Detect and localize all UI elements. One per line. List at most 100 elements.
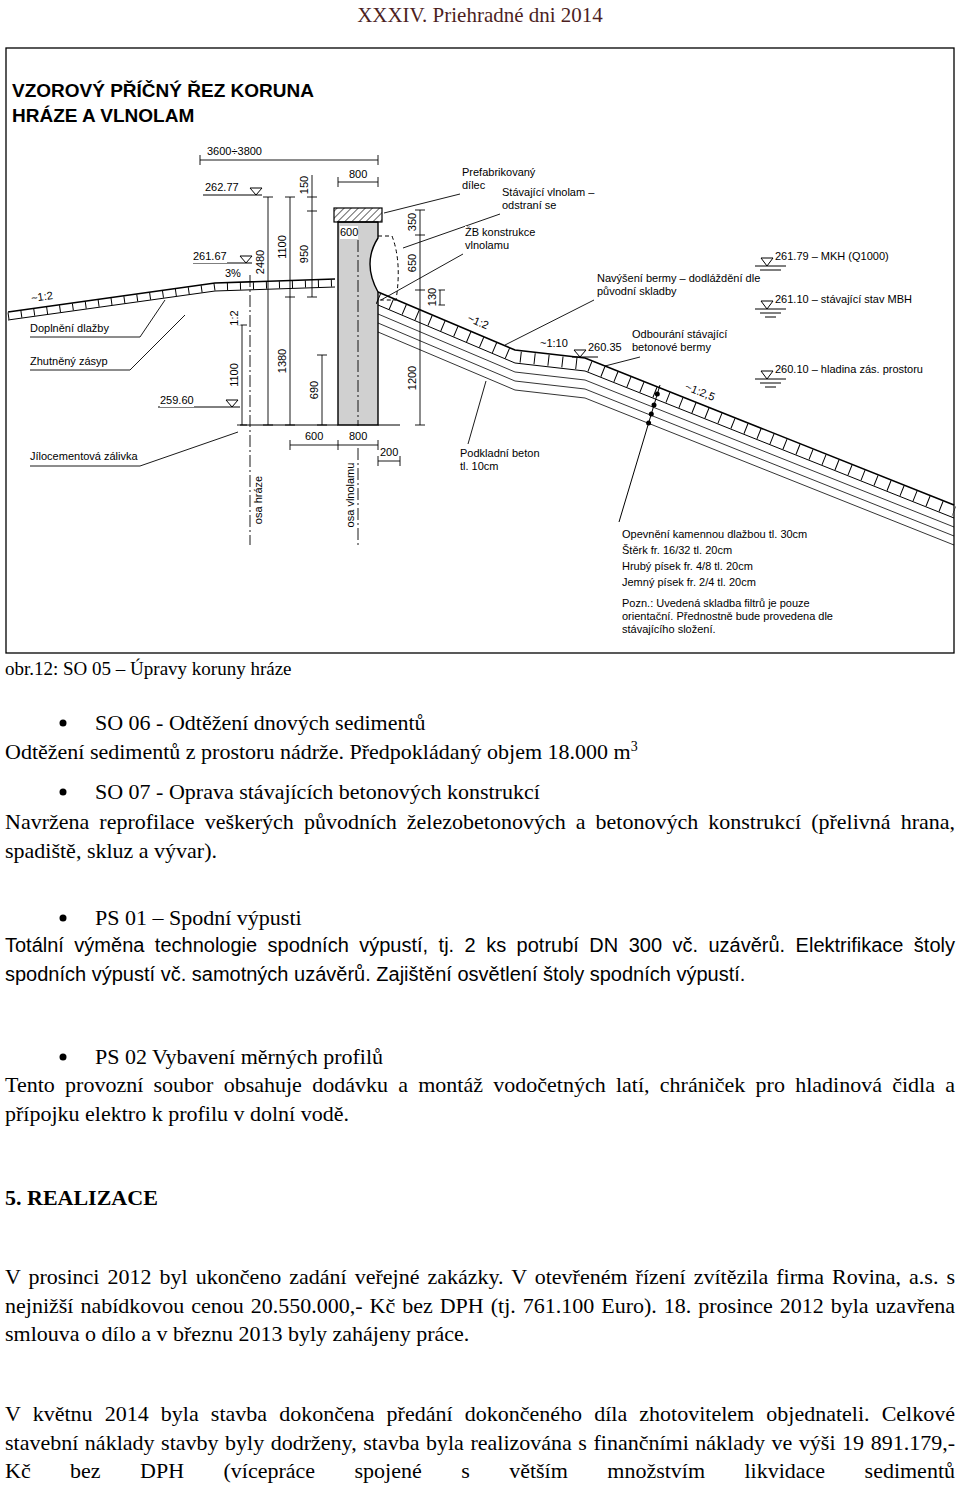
superscript: 3 xyxy=(631,739,638,754)
body-text: Navržena reprofilace veškerých původních… xyxy=(5,809,955,863)
drawing-annotation: ~1:2,5 xyxy=(684,380,717,403)
drawing-annotation: 3600÷3800 xyxy=(207,145,262,157)
drawing-annotation-block: 261.10 – stávající stav MBH xyxy=(775,293,912,306)
figure-title: VZOROVÝ PŘÍČNÝ ŘEZ KORUNA HRÁZE A VLNOLA… xyxy=(12,80,313,126)
drawing-annotation: 1380 xyxy=(276,349,288,373)
bullet-dot xyxy=(60,1054,67,1061)
drawing-annotation: 800 xyxy=(349,430,367,442)
text-paragraph: V květnu 2014 byla stavba dokončena před… xyxy=(5,1400,955,1486)
text-paragraph: Totální výměna technologie spodních výpu… xyxy=(5,931,955,989)
text-paragraph: Navržena reprofilace veškerých původních… xyxy=(5,807,955,865)
drawing-annotation-block: 2480 xyxy=(254,250,267,274)
text-paragraph: PS 02 Vybavení měrných profilů xyxy=(95,1042,383,1071)
drawing-annotation-block: Zhutněný zásyp xyxy=(30,355,108,368)
elevation-triangle xyxy=(250,188,262,195)
bullet-dot xyxy=(60,720,67,727)
drawing-annotation: 800 xyxy=(349,168,367,180)
drawing-annotation-block: ŽB konstrukce vlnolamu xyxy=(465,226,555,252)
drawing-annotation-block: ~1:10 xyxy=(540,337,568,350)
drawing-annotation: 261.67 xyxy=(193,250,227,262)
elevation-line xyxy=(203,195,262,196)
layer-dot xyxy=(649,412,654,417)
drawing-annotation: ~1:10 xyxy=(540,337,568,349)
text-paragraph: PS 01 – Spodní výpusti xyxy=(95,903,302,932)
body-text: PS 02 Vybavení měrných profilů xyxy=(95,1044,383,1069)
drawing-annotation: 1200 xyxy=(406,366,418,390)
figure-frame xyxy=(6,48,954,653)
drawing-annotation: 262.77 xyxy=(205,181,239,193)
drawing-annotation-block: 3% xyxy=(225,267,241,280)
drawing-annotation-block: ~1:2 xyxy=(30,289,53,305)
drawing-annotation: 950 xyxy=(298,245,310,263)
wall-axis xyxy=(358,240,359,545)
drawing-annotation: 261.79 – MKH (Q1000) xyxy=(775,250,889,262)
drawing-annotation-block: 260.10 – hladina zás. prostoru xyxy=(775,363,923,376)
paving-joints xyxy=(378,299,954,512)
drawing-annotation-block: Stávající vlnolam – odstraní se xyxy=(502,186,606,212)
body-text: Tento provozní soubor obsahuje dodávku a… xyxy=(5,1072,955,1126)
layer-dot xyxy=(655,392,660,397)
drawing-annotation: 1100 xyxy=(228,363,240,387)
drawing-annotation-block: 130 xyxy=(426,288,439,306)
figure-caption-block: obr.12: SO 05 – Úpravy koruny hráze xyxy=(5,657,292,681)
leader-line xyxy=(30,300,165,337)
existing-wall-outline xyxy=(378,236,398,300)
bullet-dot xyxy=(60,915,67,922)
drawing-annotation: Stávající vlnolam – odstraní se xyxy=(502,186,594,211)
drawing-annotation: 600 xyxy=(305,430,323,442)
drawing-annotation: 260.35 xyxy=(588,341,622,353)
drawing-annotation-block: 261.67 xyxy=(193,250,227,263)
text-paragraph: V prosinci 2012 byl ukončeno zadání veře… xyxy=(5,1263,955,1349)
filter-layer-line xyxy=(378,323,954,536)
drawing-annotation: ~1:2 xyxy=(30,289,53,304)
drawing-annotation-block: 950 xyxy=(298,245,311,263)
drawing-annotation-block: 200 xyxy=(380,446,398,459)
drawing-annotation: osa vlnolamu xyxy=(344,463,356,528)
filter-layer-line xyxy=(378,332,954,545)
drawing-annotation: Podkladní beton tl. 10cm xyxy=(460,447,540,472)
drawing-annotation: Odbourání stávající betonové bermy xyxy=(632,328,727,353)
leader-line xyxy=(381,254,463,300)
drawing-annotation: Opevnění kamennou dlažbou tl. 30cm xyxy=(622,528,807,540)
drawing-annotation-block: 690 xyxy=(308,381,321,399)
drawing-annotation-block: 600 xyxy=(340,226,358,239)
drawing-annotation: Hrubý písek fr. 4/8 tl. 20cm xyxy=(622,560,753,572)
bullet-dot xyxy=(60,789,67,796)
text-paragraph: Odtěžení sedimentů z prostoru nádrže. Př… xyxy=(5,737,638,766)
body-text: XXXIV. Priehradné dni 2014 xyxy=(357,3,603,27)
leader-line xyxy=(384,194,460,213)
drawing-annotation: 150 xyxy=(298,176,310,194)
leader-line xyxy=(605,357,640,366)
body-text: SO 07 - Oprava stávajících betonových ko… xyxy=(95,779,540,804)
drawing-annotation: Navýšení bermy – dodláždění dle původní … xyxy=(597,272,760,297)
drawing-annotation-block: ~1:2,5 xyxy=(683,380,717,403)
drawing-annotation: 2480 xyxy=(254,250,266,274)
body-text: V květnu 2014 byla stavba dokončena před… xyxy=(5,1401,955,1483)
drawing-annotation-block: 150 xyxy=(298,176,311,194)
dimension-line xyxy=(263,197,273,425)
body-text: Totální výměna technologie spodních výpu… xyxy=(5,934,955,985)
text-paragraph: Tento provozní soubor obsahuje dodávku a… xyxy=(5,1070,955,1128)
drawing-annotation: Jílocementová zálivka xyxy=(30,450,138,462)
drawing-annotation-block: 650 xyxy=(406,254,419,272)
drawing-annotation: Doplnění dlažby xyxy=(30,322,109,334)
drawing-annotation-block: 262.77 xyxy=(205,181,239,194)
drawing-annotation-block: Doplnění dlažby xyxy=(30,322,109,335)
drawing-annotation-block: 1100 xyxy=(276,235,289,259)
drawing-annotation: 650 xyxy=(406,254,418,272)
drawing-annotation: 600 xyxy=(340,226,358,238)
dam-axis xyxy=(250,275,251,545)
drawing-annotation: 350 xyxy=(406,213,418,231)
drawing-annotation-block: 800 xyxy=(349,168,367,181)
leader-line xyxy=(30,315,185,370)
body-text: V prosinci 2012 byl ukončeno zadání veře… xyxy=(5,1264,955,1346)
drawing-annotation: ŽB konstrukce vlnolamu xyxy=(465,226,535,251)
paving-joints xyxy=(8,283,335,316)
filter-layer-line xyxy=(378,314,954,527)
drawing-annotation-block: osa hráze xyxy=(252,476,265,524)
precast-cap xyxy=(334,208,382,222)
text-paragraph: 5. REALIZACE xyxy=(5,1183,158,1212)
elevation-triangle xyxy=(240,256,252,263)
leader-line xyxy=(30,432,238,466)
